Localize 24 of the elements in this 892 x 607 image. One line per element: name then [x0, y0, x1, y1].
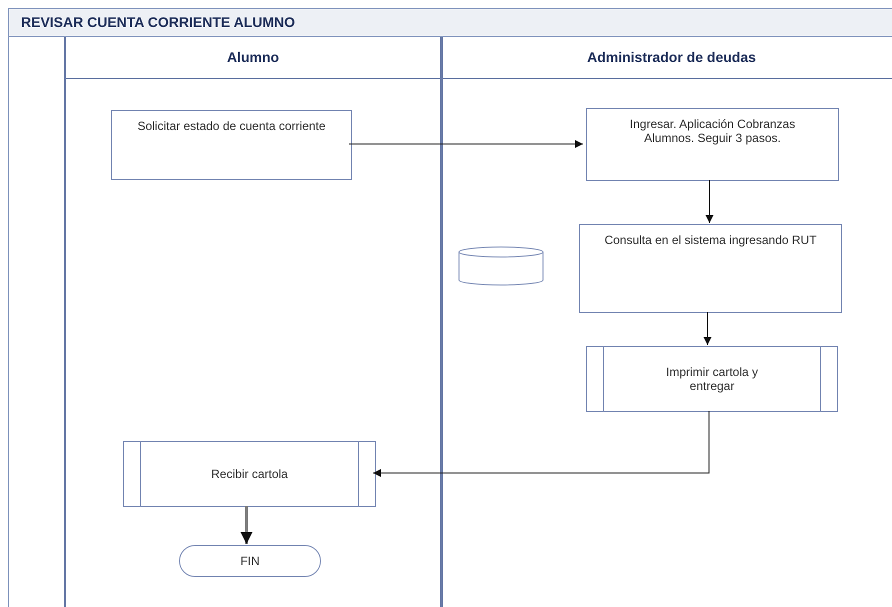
subprocess-box [123, 441, 376, 507]
step-label: Consulta en el sistema ingresando RUT [604, 233, 817, 247]
lane-title: Administrador de deudas [586, 49, 757, 65]
step-label: Ingresar. Aplicación Cobranzas Alumnos. Seguir 3 pasos. [628, 117, 796, 145]
database-cylinder [458, 246, 544, 286]
step-label: FIN [240, 554, 260, 568]
step-label: Solicitar estado de cuenta corriente [137, 119, 326, 133]
subprocess-box [586, 346, 838, 412]
pool-title: REVISAR CUENTA CORRIENTE ALUMNO [21, 14, 296, 30]
process-box [579, 224, 842, 313]
step-label: Imprimir cartola y entregar [664, 365, 759, 393]
flow-arrow [240, 506, 252, 544]
terminator-shape [179, 545, 321, 577]
process-box [111, 110, 352, 180]
swimlane [441, 37, 892, 607]
process-box [586, 108, 839, 181]
step-label: Recibir cartola [211, 467, 288, 481]
swimlane-pool [8, 8, 892, 607]
flow-arrow [372, 410, 710, 477]
flow-arrow [706, 180, 714, 224]
lane-title: Alumno [226, 49, 280, 65]
flow-arrow [704, 312, 712, 346]
swimlane [64, 37, 441, 607]
flow-arrow [348, 140, 584, 148]
